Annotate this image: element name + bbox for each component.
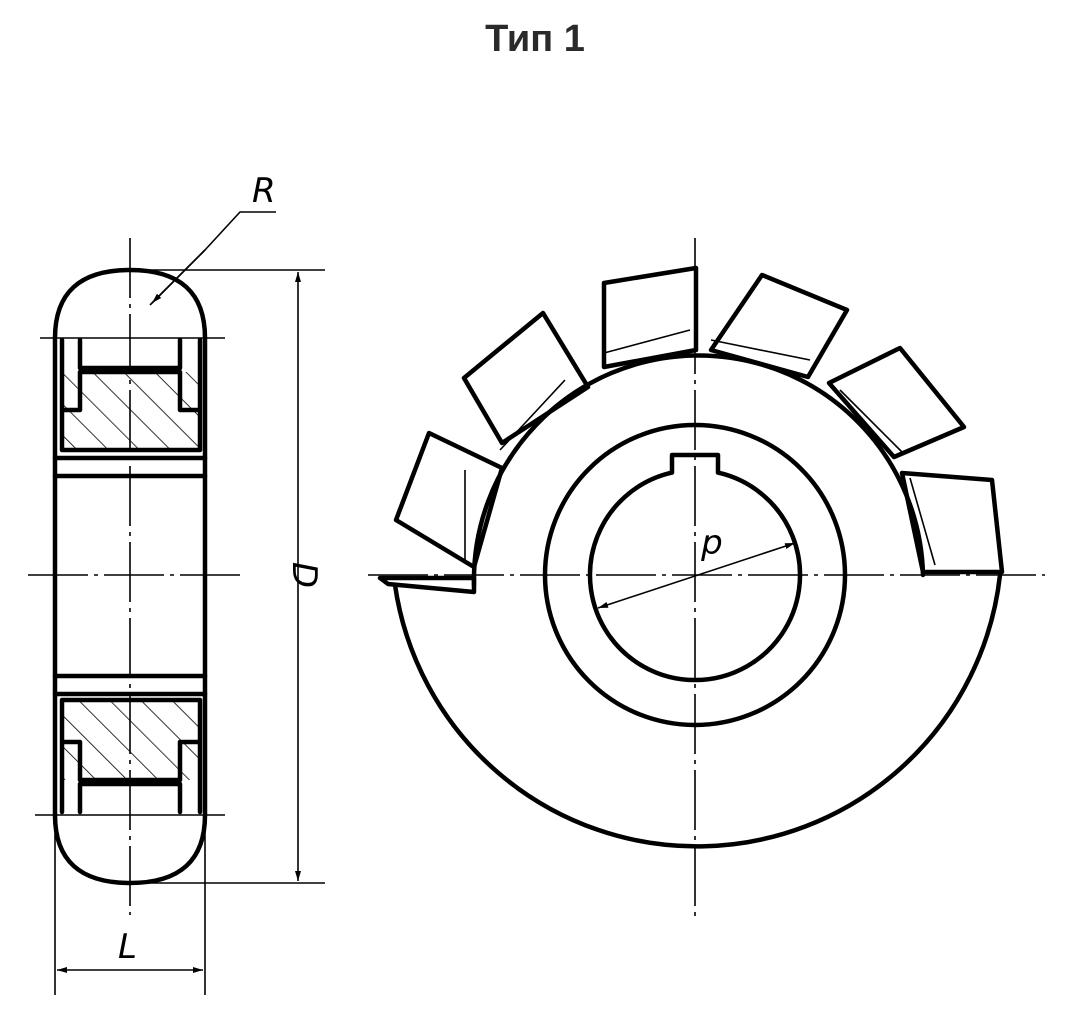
hub-circle bbox=[542, 422, 848, 728]
width-label: L bbox=[118, 927, 137, 967]
tooth bbox=[601, 265, 699, 370]
outer-diameter-label: D bbox=[284, 562, 324, 588]
drawing-title: Тип 1 bbox=[485, 18, 585, 60]
tooth bbox=[377, 575, 477, 595]
tooth-base-arc bbox=[471, 353, 926, 588]
tooth bbox=[708, 272, 850, 380]
bore-diameter-label: d bbox=[701, 526, 723, 566]
tooth-relief-lines bbox=[464, 329, 936, 566]
hub-outline-bottom bbox=[59, 697, 203, 815]
tooth bbox=[826, 345, 967, 460]
hub-outline-top bbox=[59, 337, 203, 453]
radius-leader bbox=[149, 211, 276, 306]
tooth bbox=[393, 430, 505, 570]
radius-label: R bbox=[252, 171, 276, 211]
bore-with-keyway bbox=[587, 452, 803, 683]
hatched-hub-top bbox=[62, 372, 200, 450]
tooth bbox=[461, 310, 591, 446]
tooth bbox=[899, 470, 1005, 575]
section-view: R D L bbox=[28, 171, 325, 995]
radius-arrow bbox=[151, 249, 206, 304]
front-view: d bbox=[368, 238, 1045, 920]
hatched-hub-bottom bbox=[62, 700, 200, 780]
outer-body-arc bbox=[392, 572, 1003, 849]
bore-diameter-dimension bbox=[597, 542, 796, 609]
cutter-teeth bbox=[377, 265, 1005, 595]
